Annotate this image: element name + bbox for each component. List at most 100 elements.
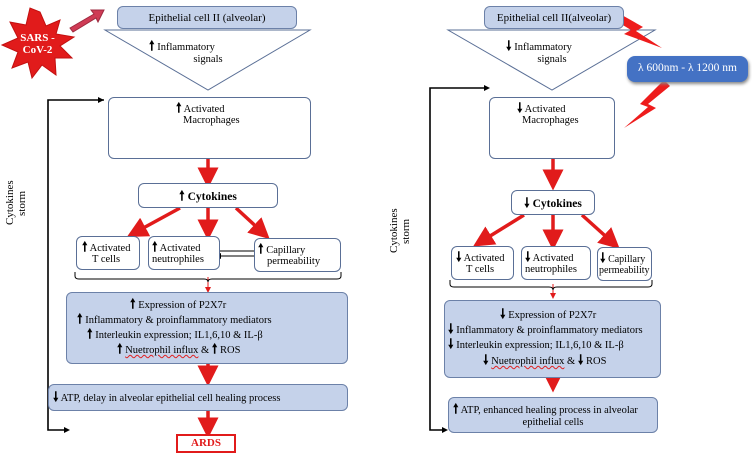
left-signals-text: 🠕 Inflammatory	[149, 38, 215, 54]
right-signals-line2: signals	[537, 54, 567, 65]
left-expr-ros: ROS	[220, 345, 241, 356]
left-atp-box: 🠗 ATP, delay in alveolar epithelial cell…	[48, 384, 348, 411]
left-storm-line2: storm	[16, 190, 28, 216]
ards-label: ARDS	[191, 437, 221, 449]
down-arrow-icon: 🠗	[525, 249, 531, 264]
up-arrow-icon: 🠕	[130, 296, 136, 311]
right-macrophages-line1: Activated	[524, 104, 566, 115]
right-storm-line1: Cytokines	[388, 208, 400, 254]
left-atp-label: ATP, delay in alveolar epithelial cell h…	[60, 393, 281, 404]
right-signals-line1: Inflammatory	[514, 42, 572, 53]
down-arrow-icon: 🠗	[483, 352, 489, 367]
right-expr-interleukin: Interleukin expression; IL1,6,10 & IL-β	[456, 340, 624, 351]
laser-bolt-bottom	[624, 80, 670, 128]
sars-cov2-label: SARS - CoV-2	[10, 32, 65, 56]
left-arrow-cyto-capillary	[234, 206, 270, 240]
right-capillary-line1: Capillary	[608, 254, 646, 265]
left-capillary-line2: permeability	[267, 256, 321, 267]
left-expression-box: 🠕 Expression of P2X7r 🠕 Inflammatory & p…	[66, 292, 348, 364]
ampersand: &	[567, 356, 576, 367]
right-atp-line2: epithelial cells	[522, 417, 584, 428]
down-arrow-icon: 🠗	[517, 100, 523, 115]
left-signals-line1: Inflammatory	[157, 42, 215, 53]
up-arrow-icon: 🠕	[82, 239, 88, 254]
right-epithelial-label: Epithelial cell II(alveolar)	[496, 12, 612, 24]
sars-label-line2: CoV-2	[22, 44, 53, 56]
left-epithelial-label: Epithelial cell II (alveolar)	[148, 12, 266, 24]
up-arrow-icon: 🠕	[453, 401, 459, 416]
right-tcells-line1: Activated	[463, 253, 505, 264]
left-signals-line2: signals	[193, 54, 223, 65]
right-arrow-cyto-capillary	[580, 213, 620, 250]
left-tcells-line2: T cells	[92, 254, 121, 265]
right-neutrophils-line2: neutrophiles	[525, 264, 577, 275]
right-arrow-cyto-tcells	[473, 213, 525, 247]
right-expression-box: 🠗 Expression of P2X7r 🠗 Inflammatory & p…	[444, 300, 661, 378]
left-neutrophils-box: 🠕 Activated neutrophiles	[148, 236, 220, 270]
ards-box: ARDS	[176, 434, 236, 453]
right-cytokines-label: Cytokines	[532, 198, 582, 210]
up-arrow-icon: 🠕	[211, 341, 218, 356]
right-neutrophils-line1: Activated	[532, 253, 574, 264]
down-arrow-icon: 🠗	[456, 249, 462, 264]
left-macrophages-box: 🠕 Activated Macrophages	[108, 97, 311, 159]
right-tcells-line2: T cells	[466, 264, 495, 275]
left-storm-label: Cytokines storm	[4, 168, 30, 238]
sars-cov2-star	[0, 7, 76, 80]
right-signals-funnel	[446, 29, 657, 91]
right-atp-line1: ATP, enhanced healing process in alveola…	[460, 405, 638, 416]
right-atp-box: 🠕 ATP, enhanced healing process in alveo…	[448, 397, 658, 433]
right-signals-text: 🠗 Inflammatory	[506, 39, 572, 54]
right-storm-bracket	[429, 87, 488, 431]
left-expr-neutrophil-influx: Nuetrophil influx	[125, 345, 199, 356]
right-brace	[449, 280, 653, 291]
up-arrow-icon: 🠕	[152, 239, 158, 254]
down-arrow-icon: 🠗	[524, 195, 530, 210]
down-arrow-icon: 🠗	[53, 389, 59, 404]
left-macrophages-line2: Macrophages	[183, 115, 240, 126]
right-expr-ros: ROS	[586, 356, 607, 367]
up-arrow-icon: 🠕	[176, 100, 182, 115]
right-capillary-line2: permeability	[599, 265, 650, 276]
down-arrow-icon: 🠗	[577, 352, 584, 367]
right-expr-neutrophil-influx: Nuetrophil influx	[491, 356, 565, 367]
up-arrow-icon: 🠕	[117, 341, 123, 356]
right-storm-line2: storm	[400, 218, 412, 244]
up-arrow-icon: 🠕	[179, 188, 185, 203]
right-macrophages-box: 🠗 Activated Macrophages	[489, 97, 615, 159]
ampersand: &	[201, 345, 210, 356]
down-arrow-icon: 🠗	[448, 336, 454, 351]
left-signals-funnel	[103, 29, 312, 91]
up-arrow-icon: 🠕	[258, 241, 264, 256]
left-neutrophils-line1: Activated	[159, 243, 201, 254]
left-cytokines-label: Cytokines	[187, 191, 237, 203]
down-arrow-icon: 🠗	[448, 321, 454, 336]
right-expr-p2x7r: Expression of P2X7r	[508, 310, 597, 321]
left-macrophages-line1: Activated	[183, 104, 225, 115]
left-expr-p2x7r: Expression of P2X7r	[138, 300, 227, 311]
sars-label-line1: SARS -	[20, 32, 55, 44]
right-storm-label: Cytokines storm	[388, 196, 414, 266]
left-tcells-line1: Activated	[89, 243, 131, 254]
left-storm-line1: Cytokines	[4, 180, 16, 226]
left-brace	[74, 272, 342, 283]
down-arrow-icon: 🠗	[500, 306, 506, 321]
left-cytokines-box: 🠕 Cytokines	[138, 183, 278, 208]
right-epithelial-box: Epithelial cell II(alveolar)	[484, 6, 624, 29]
sars-pointer-arrow	[69, 9, 105, 33]
left-neutrophils-line2: neutrophiles	[152, 254, 204, 265]
laser-wavelength-box: λ 600nm - λ 1200 nm	[627, 56, 748, 82]
left-expr-mediators: Inflammatory & proinflammatory mediators	[85, 315, 272, 326]
right-cytokines-box: 🠗 Cytokines	[511, 190, 595, 215]
up-arrow-icon: 🠕	[87, 326, 93, 341]
left-tcells-box: 🠕 Activated T cells	[76, 236, 140, 270]
left-capillary-box: 🠕 Capillary permeability	[254, 238, 341, 272]
left-epithelial-box: Epithelial cell II (alveolar)	[117, 6, 297, 29]
left-capillary-line1: Capillary	[266, 245, 306, 256]
laser-wavelength-label: λ 600nm - λ 1200 nm	[638, 62, 737, 74]
up-arrow-icon: 🠕	[77, 311, 83, 326]
left-storm-bracket	[47, 99, 104, 431]
up-arrow-icon: 🠕	[149, 38, 155, 53]
left-arrow-cyto-tcells	[126, 206, 181, 238]
